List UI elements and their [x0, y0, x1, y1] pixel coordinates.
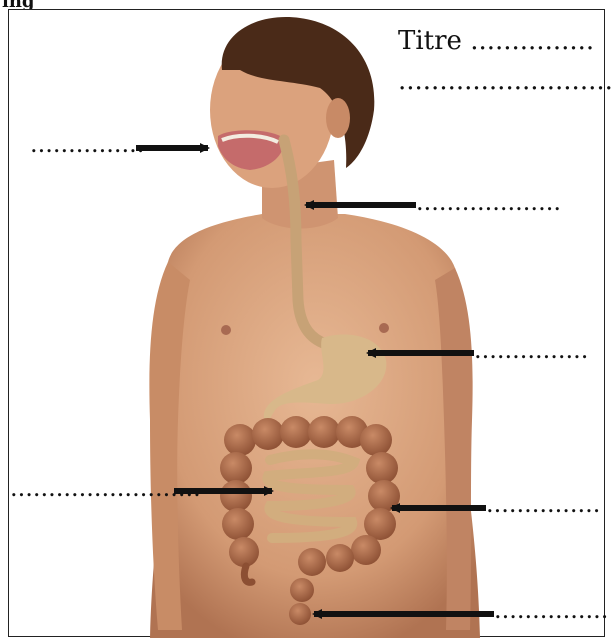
blank-stomach[interactable]: ...............: [474, 338, 588, 362]
title-blank-line2[interactable]: ...........................: [398, 66, 614, 96]
title-line: Titre ...............: [398, 26, 594, 56]
blank-rectum[interactable]: ...............: [494, 598, 608, 622]
ear: [326, 98, 350, 138]
blank-small-intestine[interactable]: .........................: [10, 476, 201, 500]
blank-large-intestine[interactable]: ...............: [486, 492, 600, 516]
title-blank[interactable]: ...............: [470, 26, 594, 56]
title-label: Titre: [398, 26, 462, 56]
blank-mouth[interactable]: ...............: [30, 132, 144, 156]
blank-esophagus[interactable]: ...................: [416, 190, 561, 214]
